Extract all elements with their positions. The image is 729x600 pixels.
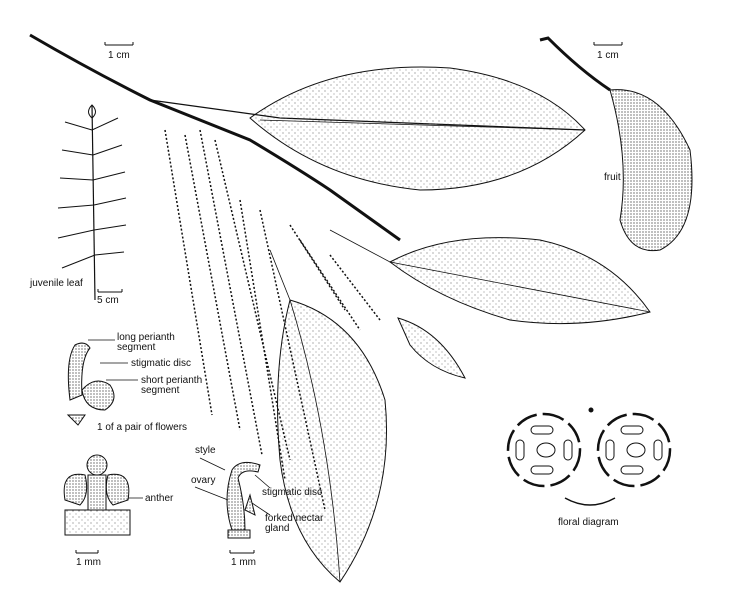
label-pair-of-flowers: 1 of a pair of flowers [97, 422, 188, 433]
label-short-perianth-2: segment [141, 385, 180, 396]
scale-label-branch: 1 cm [108, 50, 130, 61]
scale-label-ovary: 1 mm [231, 557, 256, 568]
label-forked-nectar-2: gland [265, 523, 290, 534]
label-ovary: ovary [191, 475, 216, 486]
ovary-drawing [226, 461, 261, 539]
leader-lines [88, 339, 271, 516]
scale-label-juvenile: 5 cm [97, 295, 119, 306]
scale-bar-anther [75, 550, 99, 554]
label-fruit: fruit [604, 172, 621, 183]
label-short-perianth: short perianth [141, 375, 203, 386]
label-anther: anther [145, 493, 174, 504]
scale-bar-branch [104, 42, 134, 46]
scale-label-anther: 1 mm [76, 557, 101, 568]
floral-diagram-drawing [506, 407, 672, 506]
anther-drawing [63, 454, 131, 536]
label-stigmatic-disc-2: stigmatic disc [262, 487, 323, 498]
leaf-middle [329, 229, 651, 325]
leaf-small [397, 317, 466, 379]
scale-bar-juvenile [97, 289, 123, 293]
label-stigmatic-disc: stigmatic disc [131, 358, 192, 369]
scale-label-fruit: 1 cm [597, 50, 619, 61]
flower-pair-drawing [66, 342, 115, 426]
label-style: style [195, 445, 216, 456]
label-floral-diagram: floral diagram [558, 517, 619, 528]
catkins [164, 129, 381, 511]
scale-bar-ovary [229, 550, 255, 554]
label-long-perianth-2: segment [117, 342, 156, 353]
label-long-perianth: long perianth [117, 332, 175, 343]
juvenile-leaf-drawing [57, 104, 127, 301]
fruit-drawing [539, 36, 693, 252]
label-forked-nectar: forked nectar [265, 513, 324, 524]
label-juvenile-leaf: juvenile leaf [30, 278, 83, 289]
leaf-upper [249, 66, 586, 191]
scale-bar-fruit [593, 42, 623, 46]
